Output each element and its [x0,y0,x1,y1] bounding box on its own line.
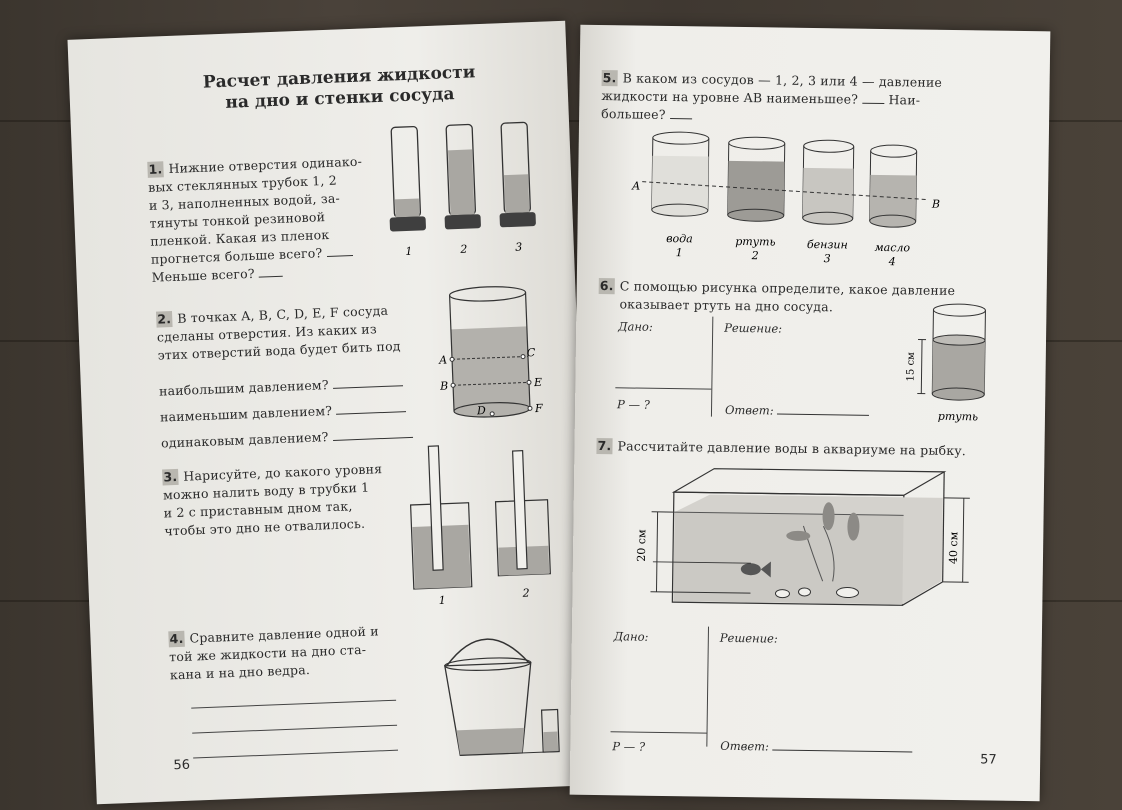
vessel-number: 4 [888,255,896,268]
question-7: 7.Рассчитайте давление воды в аквариуме … [596,437,1026,461]
given-label: Дано: [618,319,653,334]
answer-line[interactable] [191,699,397,709]
point-label: B [439,379,449,392]
tube-label: 2 [459,243,467,256]
q5-line: Наи- [888,92,921,108]
tube-label: 1 [405,245,412,258]
vessel-3 [802,139,855,225]
vessel-liquid-label: вода [666,232,693,245]
answer-blank[interactable] [259,275,284,278]
divider [615,387,712,390]
question-4: 4.Сравните давление одной и той же жидко… [168,622,400,685]
point-label: B [931,198,940,211]
vessel-number: 1 [676,246,683,259]
answer-blank[interactable] [862,102,885,105]
question-2: 2.В точках A, B, C, D, E, F сосуда сдела… [155,301,421,453]
right-page: 5.В каком из сосудов — 1, 2, 3 или 4 — д… [569,24,1051,802]
point-label: F [534,402,543,415]
vessel-number: 3 [824,252,831,265]
page-number: 56 [173,757,191,774]
answer-blank[interactable] [336,411,407,415]
answer-blank[interactable] [669,118,692,120]
q5-line: большее? [601,106,666,122]
dimension-label: 40 см [947,531,960,564]
vessel-liquid-label: бензин [807,238,848,252]
q2-option: одинаковым давлением? [160,429,329,451]
solution-label: Решение: [719,630,778,646]
tube-2 [444,123,481,230]
vessel-liquid-label: масло [874,241,910,254]
q5-line: жидкости на уровне AB наименьшее? [601,88,859,107]
question-number: 6. [598,278,615,295]
vessel-number: 2 [751,249,759,262]
q7-line: Рассчитайте давление воды в аквариуме на… [617,438,967,459]
bucket-glass-figure [444,638,560,756]
q1-line: Меньше всего? [151,265,256,285]
page-title: Расчет давления жидкости на дно и стенки… [189,62,490,115]
tubes-figure: 1 2 3 [389,121,536,258]
point-label: A [631,179,640,192]
vessel-points-figure: A B C D E F [438,286,543,418]
figure-3-2 [494,450,551,577]
tube-1 [389,125,426,232]
page-number: 57 [980,752,997,768]
figure-label: 2 [521,587,529,600]
vessel-liquid-label: ртуть [735,235,775,249]
question-5: 5.В каком из сосудов — 1, 2, 3 или 4 — д… [601,69,1022,129]
vessel-4 [869,144,918,228]
answer-label: Ответ: [725,403,870,419]
liquid-label: ртуть [938,410,978,424]
mercury-vessel-figure: 15 см ртуть [905,303,986,424]
answer-blank[interactable] [777,413,870,416]
answer-line[interactable] [192,724,398,734]
tubes-bottom-figure: 1 2 [409,445,551,607]
point-label: C [527,346,536,359]
dimension-label: 20 см [635,529,648,562]
point-label: E [533,376,543,389]
question-1: 1.Нижние отверстия одинако- вых стеклянн… [147,152,382,287]
question-number: 4. [168,630,185,648]
vessel-1 [651,131,710,217]
tube-3 [499,121,536,228]
answer-blank[interactable] [326,255,353,258]
figure-label: 1 [439,594,446,607]
height-label: 15 см [905,352,916,382]
divider [706,626,710,747]
question-number: 5. [601,70,618,87]
q2-option: наибольшим давлением? [158,377,329,399]
point-label: D [476,404,486,417]
question-3: 3.Нарисуйте, до какого уровня можно нали… [162,460,395,541]
answer-line[interactable] [193,749,399,759]
answer-blank[interactable] [772,749,913,753]
vessels-figure: A B вода 1 ртуть 2 бензин 3 масло 4 [631,131,940,268]
answer-blank[interactable] [333,385,404,389]
divider [610,731,707,734]
question-number: 2. [155,311,173,328]
aquarium-figure: 20 см 40 см [635,468,970,606]
divider [710,316,714,417]
question-number: 7. [596,438,613,455]
vessel-2 [727,136,786,222]
left-page: Расчет давления жидкости на дно и стенки… [67,20,595,805]
q2-option: наименьшим давлением? [159,402,333,425]
point-label: A [438,354,447,367]
question-number: 1. [147,161,164,178]
tube-label: 3 [515,241,522,254]
q5-line: В каком из сосудов — 1, 2, 3 или 4 — дав… [622,70,943,90]
answer-label: Ответ: [720,739,913,756]
figure-3-1 [409,445,473,590]
question-number: 3. [162,468,179,486]
answer-blank[interactable] [332,436,413,441]
fish [740,563,761,576]
find-label: P — ? [617,397,650,412]
given-label: Дано: [613,629,649,644]
find-label: P — ? [612,739,646,754]
solution-label: Решение: [724,320,783,336]
